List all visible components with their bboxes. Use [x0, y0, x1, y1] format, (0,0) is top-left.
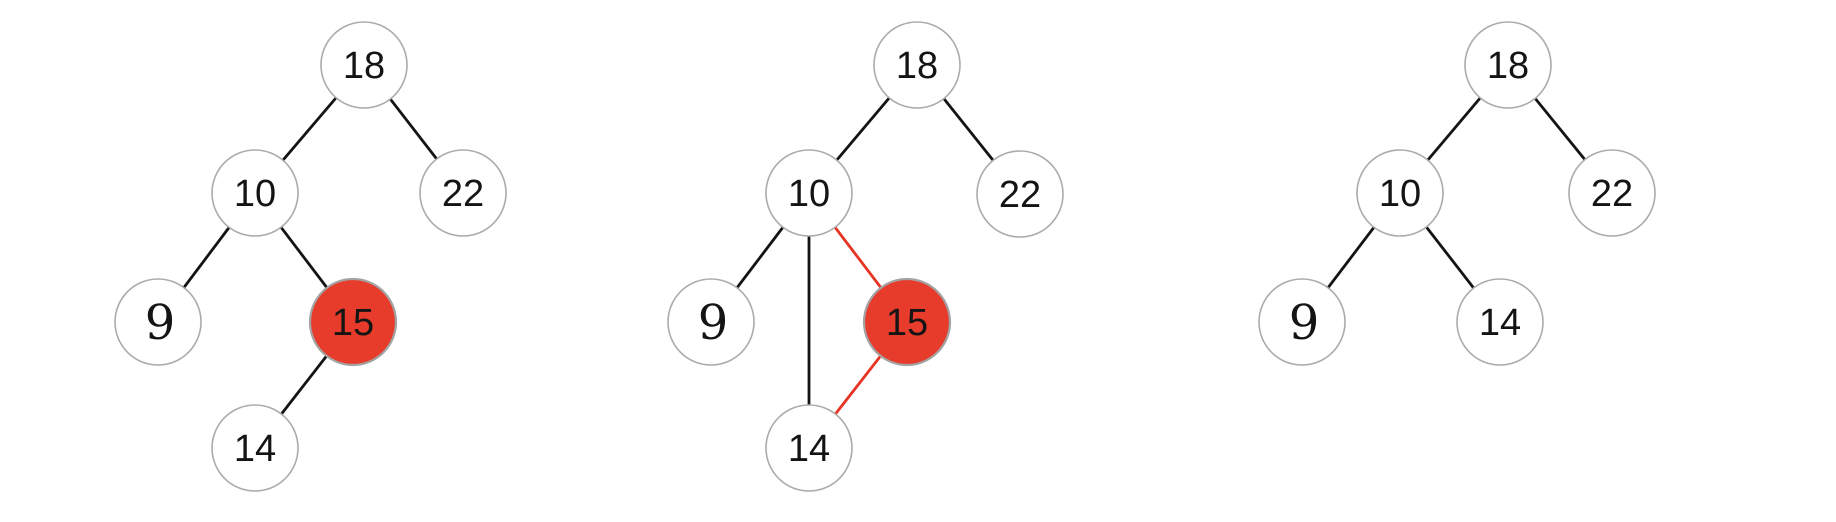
node-label-22: 22 [1591, 173, 1633, 215]
node-label-9: 9 [698, 295, 729, 351]
tree-node-10 [211, 149, 299, 237]
tree-node-15-highlighted [862, 277, 952, 367]
node-label-18: 18 [1487, 45, 1529, 87]
node-label-18: 18 [896, 45, 938, 87]
node-label-18: 18 [343, 45, 385, 87]
node-label-14: 14 [234, 428, 276, 470]
tree-node-14 [211, 404, 299, 492]
tree-node-10 [1356, 149, 1444, 237]
node-label-10: 10 [788, 173, 830, 215]
node-label-22: 22 [999, 174, 1041, 216]
tree-before-delete: 18 10 22 9 15 14 [114, 21, 507, 492]
tree-node-18 [320, 21, 408, 109]
node-label-9: 9 [1289, 295, 1320, 351]
tree-node-10 [765, 149, 853, 237]
tree-node-22 [419, 149, 507, 237]
node-label-22: 22 [442, 173, 484, 215]
tree-node-14 [765, 404, 853, 492]
tree-node-9 [667, 278, 755, 366]
tree-node-22 [1568, 149, 1656, 237]
tree-node-9 [114, 278, 202, 366]
node-label-15: 15 [886, 302, 928, 344]
tree-after-delete: 18 10 22 9 14 [1258, 21, 1656, 366]
node-label-14: 14 [788, 428, 830, 470]
node-label-10: 10 [1379, 173, 1421, 215]
tree-node-22 [976, 150, 1064, 238]
node-label-15: 15 [332, 302, 374, 344]
tree-node-14 [1456, 278, 1544, 366]
node-label-14: 14 [1479, 302, 1521, 344]
tree-relink-child: 18 10 22 9 15 14 [667, 21, 1064, 492]
node-label-10: 10 [234, 173, 276, 215]
node-label-9: 9 [145, 295, 176, 351]
tree-node-18 [873, 21, 961, 109]
tree-node-18 [1464, 21, 1552, 109]
tree-node-15-highlighted [308, 277, 398, 367]
tree-node-9 [1258, 278, 1346, 366]
